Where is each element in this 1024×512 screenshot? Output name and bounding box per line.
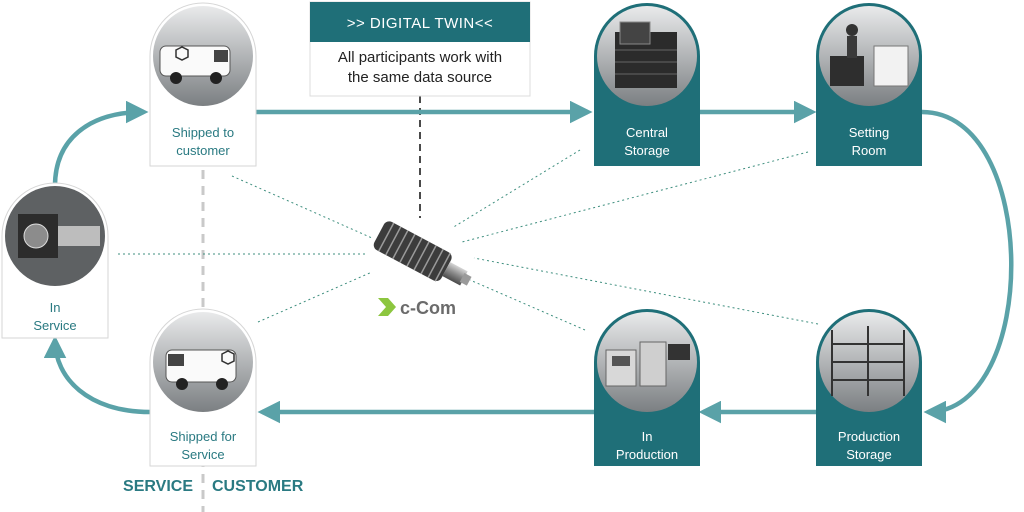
- link-in-production: [469, 279, 586, 331]
- legend: SERVICE CUSTOMER: [123, 478, 304, 495]
- arrow-setting-to-production-storage: [921, 109, 1014, 424]
- node-label-line1: Shipped for: [170, 429, 237, 444]
- ccom-logo-text: c-Com: [400, 298, 456, 318]
- digital-twin-title: >> DIGITAL TWIN<<: [347, 15, 494, 32]
- svg-text:Production: Production: [616, 447, 678, 462]
- node-label-line2: Service: [33, 318, 76, 333]
- digital-twin-header: [310, 2, 530, 42]
- svg-text:Production: Production: [838, 429, 900, 444]
- shelving-icon: [831, 326, 905, 396]
- node-label-line2: Room: [852, 143, 887, 158]
- data-links: [118, 149, 819, 331]
- svg-text:Room: Room: [852, 143, 887, 158]
- link-shipped-to-customer: [231, 175, 373, 239]
- digital-twin-box: >> DIGITAL TWIN<< All participants work …: [309, 1, 531, 97]
- hob-cutter-tool: [373, 221, 472, 286]
- flow-arrows: [43, 100, 1014, 424]
- tool-tip: [459, 273, 472, 286]
- tool-body: [373, 221, 452, 282]
- storage-cabinet-icon: [615, 21, 677, 88]
- node-label-line1: Production: [838, 429, 900, 444]
- node-label-line2: customer: [176, 143, 230, 158]
- node-production-storage: Production Storage: [816, 309, 922, 466]
- svg-text:Service: Service: [33, 318, 76, 333]
- svg-text:customer: customer: [176, 143, 230, 158]
- node-label-line1: In: [642, 429, 653, 444]
- node-label-line2: Production: [616, 447, 678, 462]
- svg-text:Shipped to: Shipped to: [172, 125, 234, 140]
- node-in-production: In Production: [594, 309, 700, 466]
- node-label-line1: Setting: [849, 125, 889, 140]
- machine-hall-icon: [605, 341, 690, 387]
- node-in-service: In Service: [1, 182, 109, 339]
- node-label-line2: Storage: [846, 447, 892, 462]
- svg-text:Storage: Storage: [624, 143, 670, 158]
- svg-text:Storage: Storage: [846, 447, 892, 462]
- workstation-icon: [830, 24, 909, 87]
- svg-text:Service: Service: [181, 447, 224, 462]
- link-shipped-for-service: [257, 271, 373, 323]
- node-label-line1: In: [50, 300, 61, 315]
- van-icon: [159, 45, 231, 84]
- ccom-chevron-icon: [378, 298, 396, 316]
- node-shipped-to-customer: Shipped to customer: [149, 2, 257, 167]
- van-icon: [165, 349, 237, 390]
- svg-text:In: In: [50, 300, 61, 315]
- legend-customer: CUSTOMER: [212, 478, 304, 495]
- svg-text:Central: Central: [626, 125, 668, 140]
- svg-text:In: In: [642, 429, 653, 444]
- ccom-logo: c-Com: [378, 298, 456, 318]
- arrow-shipped-for-service-to-in-service: [43, 335, 151, 415]
- digital-twin-subtitle-line2: the same data source: [348, 69, 492, 86]
- node-shipped-for-service: Shipped for Service: [149, 308, 257, 467]
- svg-text:Setting: Setting: [849, 125, 889, 140]
- node-label-line2: Service: [181, 447, 224, 462]
- digital-twin-subtitle-line1: All participants work with: [338, 49, 502, 66]
- link-production-storage: [473, 257, 819, 325]
- legend-service: SERVICE: [123, 478, 193, 495]
- arrow-in-service-to-shipped-to-customer: [52, 100, 149, 187]
- spindle-icon: [18, 214, 100, 258]
- svg-text:Shipped for: Shipped for: [170, 429, 237, 444]
- node-label-line1: Central: [626, 125, 668, 140]
- node-label-line1: Shipped to: [172, 125, 234, 140]
- node-central-storage: Central Storage: [594, 3, 700, 166]
- node-label-line2: Storage: [624, 143, 670, 158]
- node-setting-room: Setting Room: [816, 3, 922, 166]
